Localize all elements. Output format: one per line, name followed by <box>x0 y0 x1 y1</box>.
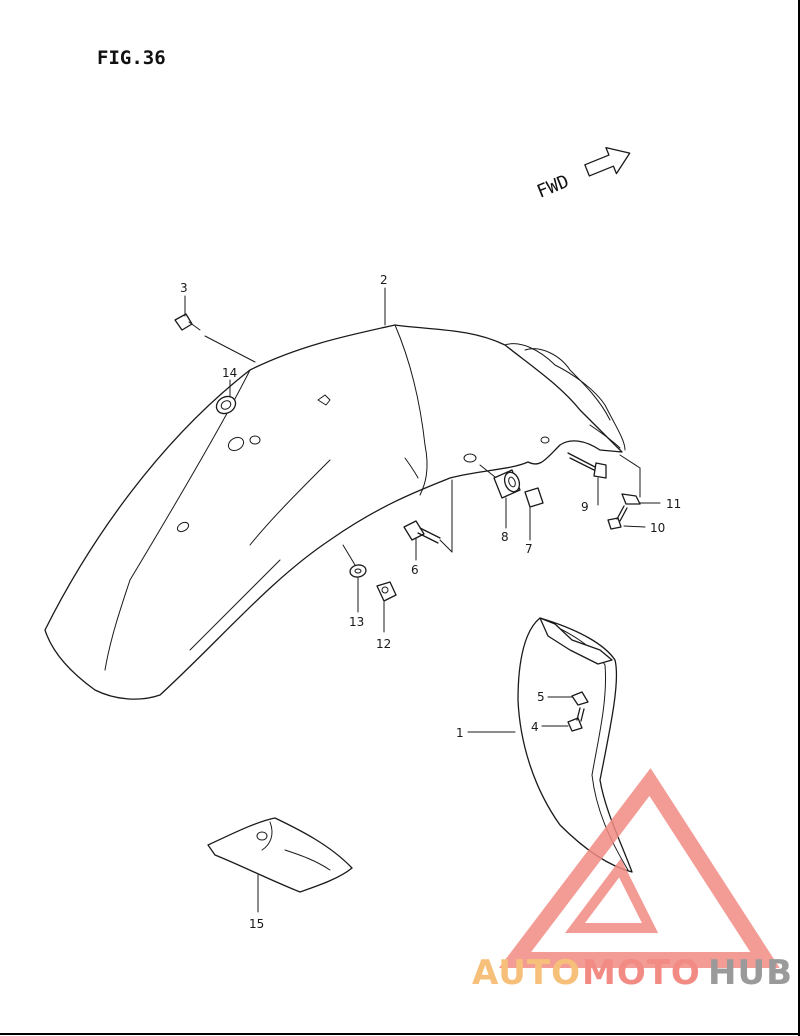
figure-title: FIG.36 <box>97 47 166 69</box>
fwd-indicator: FWD <box>534 146 631 203</box>
callout-12: 12 <box>376 637 391 651</box>
callout-9: 9 <box>581 500 589 514</box>
part-grommet-14 <box>215 395 237 415</box>
callout-13: 13 <box>349 615 364 629</box>
callout-2: 2 <box>380 273 388 287</box>
callout-labels: 1 2 3 4 5 6 7 8 9 10 11 12 13 14 15 <box>180 273 681 931</box>
part-nut-11 <box>621 493 641 505</box>
callout-4: 4 <box>531 720 539 734</box>
watermark-hub: HUB <box>708 953 793 993</box>
fwd-label: FWD <box>534 171 572 203</box>
part-nut-5 <box>571 691 589 706</box>
callout-10: 10 <box>650 521 665 535</box>
watermark-logo-icon <box>498 768 780 968</box>
part-bushing-8 <box>493 469 521 499</box>
callout-14: 14 <box>222 366 237 380</box>
part-washer-13 <box>349 564 367 578</box>
callout-15: 15 <box>249 917 264 931</box>
callout-3: 3 <box>180 281 188 295</box>
part-screw-4 <box>567 707 585 732</box>
callout-8: 8 <box>501 530 509 544</box>
part-collar-7 <box>524 487 544 508</box>
watermark: AUTO MOTO HUB <box>472 768 793 993</box>
watermark-auto: AUTO <box>472 953 581 993</box>
part-side-cover <box>517 617 633 873</box>
part-bolt-6 <box>403 520 441 544</box>
callout-11: 11 <box>666 497 681 511</box>
callout-1: 1 <box>456 726 464 740</box>
forward-arrow-icon <box>584 146 631 177</box>
leader-lines <box>184 287 661 913</box>
callout-6: 6 <box>411 563 419 577</box>
part-rear-fender <box>44 324 626 700</box>
part-nut-12 <box>376 581 397 602</box>
part-bolt-10 <box>607 505 628 530</box>
watermark-moto: MOTO <box>582 953 701 993</box>
callout-7: 7 <box>525 542 533 556</box>
part-bolt-9 <box>567 452 607 479</box>
part-bag-15 <box>207 817 353 893</box>
part-screw-3 <box>174 313 201 331</box>
callout-5: 5 <box>537 690 545 704</box>
